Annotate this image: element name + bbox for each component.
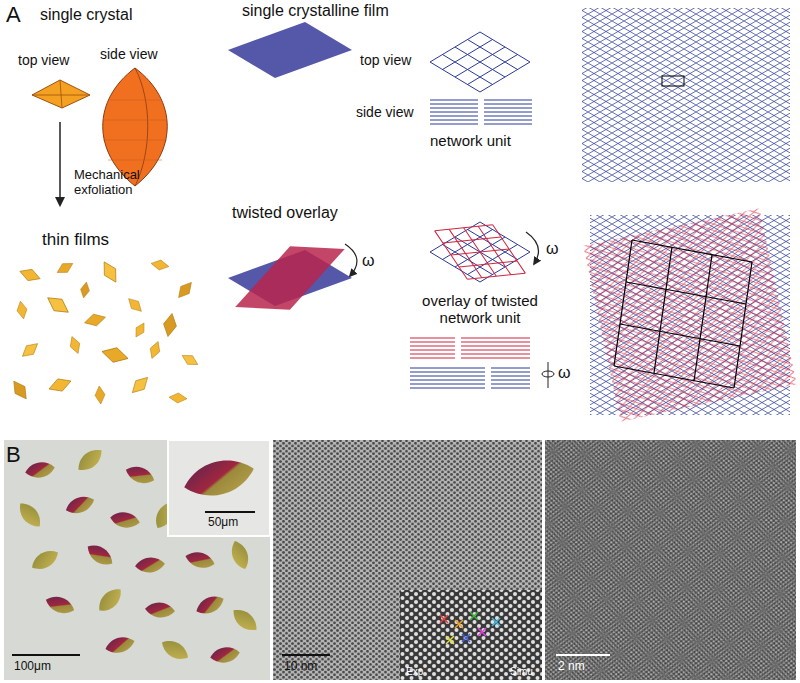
caption-label: network unit — [430, 132, 511, 149]
inset-label: Simu — [510, 666, 533, 678]
panel-letter: A — [6, 2, 21, 27]
caption-label: overlay of twisted network unit — [400, 292, 560, 327]
network-side-view — [430, 100, 532, 124]
heading: twisted overlay — [232, 204, 338, 222]
inset-label: Exp — [406, 666, 423, 678]
crystal-top-view — [32, 80, 90, 108]
moire-tem-image — [545, 440, 796, 680]
exfoliation-arrow — [59, 122, 61, 205]
heading: single crystalline film — [242, 2, 389, 20]
optical-photo — [4, 440, 270, 680]
view-label: top view — [360, 52, 411, 68]
moire-lattice — [583, 208, 796, 421]
rotation-symbol: ω — [558, 364, 571, 382]
thin-flakes — [9, 259, 200, 405]
heading: single crystal — [40, 6, 132, 24]
network-top-view — [430, 32, 530, 92]
heading: thin films — [42, 230, 109, 250]
twisted-side-view — [410, 338, 554, 388]
scale-bar-label: 100μm — [14, 660, 51, 674]
twisted-sheets — [222, 224, 358, 332]
panel-letter: B — [6, 442, 21, 467]
tem-image — [273, 440, 542, 680]
view-label: side view — [356, 104, 414, 120]
scale-bar-label: 2 nm — [558, 660, 585, 674]
process-label: Mechanical exfoliation — [74, 168, 164, 198]
scale-bar-label: 50μm — [208, 516, 238, 530]
lattice-large — [582, 8, 790, 182]
twisted-network-unit — [422, 204, 538, 301]
rotation-symbol: ω — [362, 252, 375, 270]
view-label: top view — [18, 52, 69, 68]
scale-bar-label: 10 nm — [284, 660, 317, 674]
film-sheet — [228, 22, 352, 78]
rotation-symbol: ω — [546, 240, 559, 258]
view-label: side view — [100, 46, 158, 62]
